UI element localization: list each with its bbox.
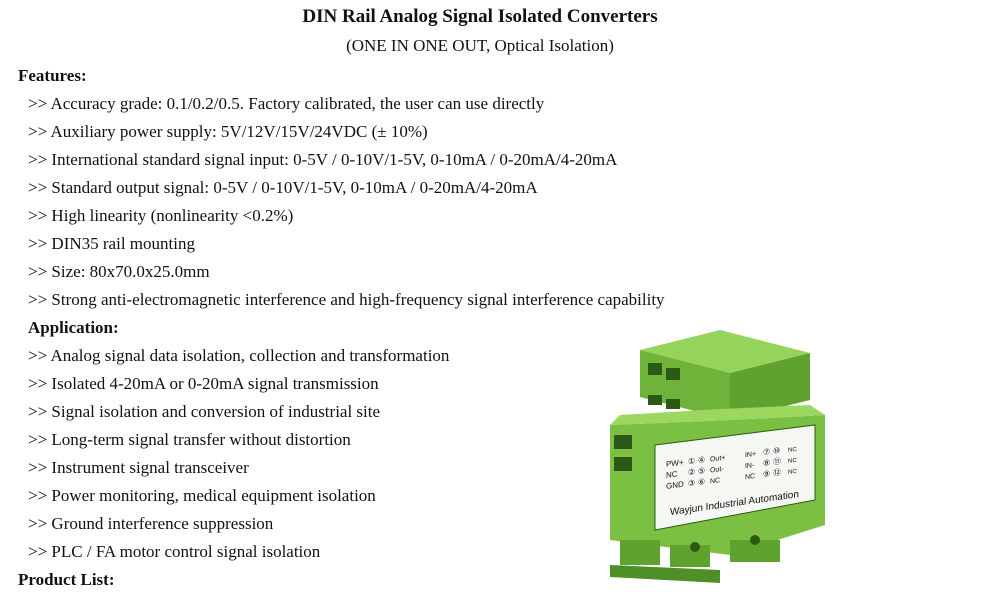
product-list-heading: Product List:	[18, 570, 115, 589]
application-item: >> Power monitoring, medical equipment i…	[28, 486, 376, 505]
din-clip	[610, 565, 720, 583]
terminal-slot	[666, 399, 680, 409]
din-foot	[620, 540, 660, 565]
feature-item: >> International standard signal input: …	[28, 150, 618, 169]
application-item: >> Signal isolation and conversion of in…	[28, 402, 381, 421]
mid-pins: Out+ Out- NC	[710, 454, 727, 485]
screw	[690, 542, 700, 552]
application-item: >> Isolated 4-20mA or 0-20mA signal tran…	[28, 374, 379, 393]
terminal-slot	[648, 395, 662, 405]
page-title: DIN Rail Analog Signal Isolated Converte…	[302, 6, 658, 27]
pin-label: GND	[666, 480, 684, 491]
pin-label: PW+	[666, 458, 684, 469]
feature-item: >> High linearity (nonlinearity <0.2%)	[28, 206, 294, 225]
features-heading: Features:	[18, 66, 87, 85]
top-block-side	[730, 353, 810, 420]
right-pins: IN+ IN- NC	[745, 451, 758, 482]
label-plate	[654, 424, 816, 531]
top-face	[640, 330, 810, 373]
feature-item: >> Size: 80x70.0x25.0mm	[28, 262, 210, 281]
pin-label: NC	[666, 469, 678, 479]
screw	[750, 535, 760, 545]
application-item: >> PLC / FA motor control signal isolati…	[28, 542, 321, 561]
feature-item: >> Auxiliary power supply: 5V/12V/15V/24…	[28, 122, 428, 141]
top-block-front	[640, 350, 730, 420]
feature-item: >> Accuracy grade: 0.1/0.2/0.5. Factory …	[28, 94, 545, 113]
terminal-slot	[666, 368, 680, 380]
far-pins: NC NC NC	[788, 447, 798, 476]
din-foot	[730, 540, 780, 562]
application-item: >> Analog signal data isolation, collect…	[28, 346, 450, 365]
application-heading: Application:	[28, 318, 119, 337]
terminal-slot	[614, 435, 632, 449]
application-item: >> Ground interference suppression	[28, 514, 274, 533]
feature-item: >> Strong anti-electromagnetic interfere…	[28, 290, 665, 309]
left-pins: PW+ NC GND	[666, 457, 686, 490]
terminal-slot	[614, 457, 632, 471]
terminal-slot	[648, 363, 662, 375]
application-item: >> Long-term signal transfer without dis…	[28, 430, 351, 449]
feature-item: >> Standard output signal: 0-5V / 0-10V/…	[28, 178, 538, 197]
page-subtitle: (ONE IN ONE OUT, Optical Isolation)	[346, 36, 614, 55]
feature-item: >> DIN35 rail mounting	[28, 234, 195, 253]
body-top	[610, 405, 825, 425]
din-foot	[670, 545, 710, 567]
application-item: >> Instrument signal transceiver	[28, 458, 249, 477]
